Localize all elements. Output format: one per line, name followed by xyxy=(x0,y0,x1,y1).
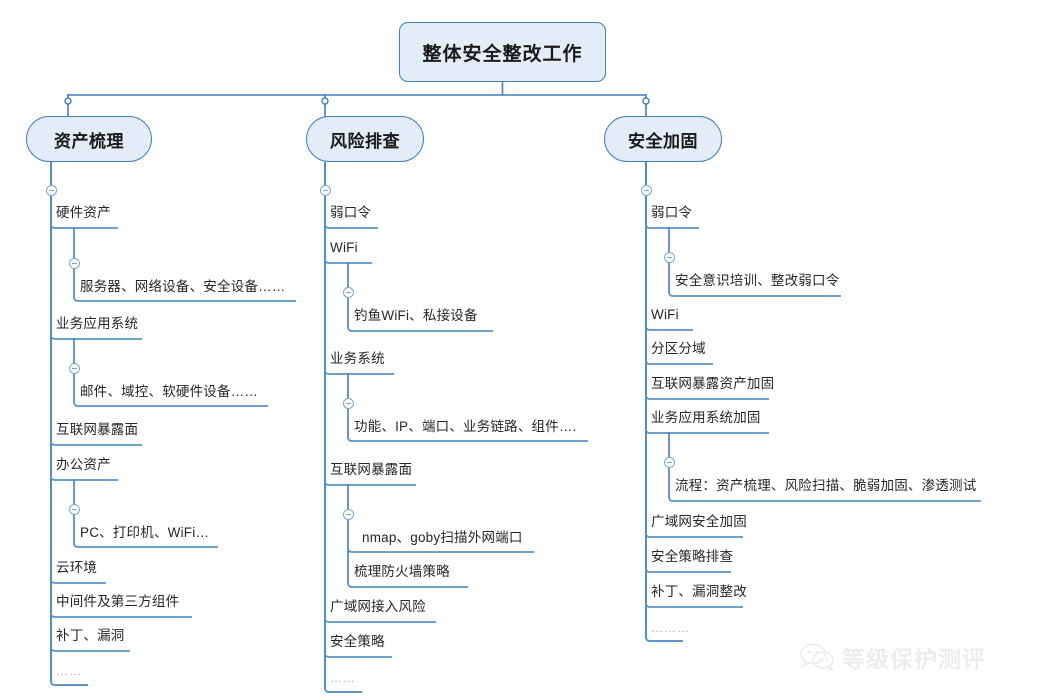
node-label-1-2-1[interactable]: 邮件、域控、软硬件设备…… xyxy=(80,384,259,399)
collapse-toggle-branch-3[interactable] xyxy=(640,184,652,196)
collapse-toggle-branch-1[interactable] xyxy=(45,184,57,196)
node-label-2-2[interactable]: WiFi xyxy=(330,240,358,255)
node-label-1-5[interactable]: 云环境 xyxy=(56,560,98,575)
node-label-2-3-1[interactable]: 功能、IP、端口、业务链路、组件…. xyxy=(354,419,577,434)
node-label-3-7[interactable]: 安全策略排查 xyxy=(651,549,734,564)
node-label-2-2-1[interactable]: 钓鱼WiFi、私接设备 xyxy=(354,308,478,323)
node-label-3-1-1[interactable]: 安全意识培训、整改弱口令 xyxy=(675,273,840,288)
wechat-icon xyxy=(800,643,836,672)
watermark: 等级保护测评 xyxy=(800,640,986,674)
branch-node-1-label: 资产梳理 xyxy=(54,131,124,151)
root-node[interactable]: 整体安全整改工作 xyxy=(399,22,606,82)
watermark-text: 等级保护测评 xyxy=(842,646,986,672)
collapse-toggle-3-1[interactable] xyxy=(663,251,675,263)
node-label-1-1-1[interactable]: 服务器、网络设备、安全设备…… xyxy=(80,279,286,294)
node-label-3-5-1[interactable]: 流程：资产梳理、风险扫描、脆弱加固、渗透测试 xyxy=(675,478,977,493)
branch-node-3[interactable]: 安全加固 xyxy=(604,116,722,162)
node-label-3-6[interactable]: 广域网安全加固 xyxy=(651,514,747,529)
node-label-1-1[interactable]: 硬件资产 xyxy=(56,205,111,220)
node-label-1-4[interactable]: 办公资产 xyxy=(56,457,111,472)
node-label-3-3[interactable]: 分区分域 xyxy=(651,341,706,356)
branch-node-3-label: 安全加固 xyxy=(628,131,698,151)
node-label-2-3[interactable]: 业务系统 xyxy=(330,351,385,366)
branch-node-2-label: 风险排查 xyxy=(330,131,400,151)
root-node-label: 整体安全整改工作 xyxy=(422,43,583,65)
node-label-1-4-1[interactable]: PC、打印机、WiFi… xyxy=(80,525,210,540)
node-label-3-1[interactable]: 弱口令 xyxy=(651,205,693,220)
node-label-3-9[interactable]: ……… xyxy=(651,621,690,635)
node-label-2-7[interactable]: …… xyxy=(330,671,356,685)
collapse-toggle-1-2[interactable] xyxy=(68,362,80,374)
node-label-3-4[interactable]: 互联网暴露资产加固 xyxy=(651,376,775,391)
collapse-toggle-2-3[interactable] xyxy=(342,397,354,409)
node-label-3-5[interactable]: 业务应用系统加固 xyxy=(651,410,761,425)
node-label-2-5[interactable]: 广域网接入风险 xyxy=(330,599,426,614)
node-label-2-4-2[interactable]: 梳理防火墙策略 xyxy=(354,564,450,579)
node-label-2-6[interactable]: 安全策略 xyxy=(330,634,385,649)
node-label-1-6[interactable]: 中间件及第三方组件 xyxy=(56,594,180,609)
collapse-toggle-branch-2[interactable] xyxy=(319,184,331,196)
node-label-3-8[interactable]: 补丁、漏洞整改 xyxy=(651,584,747,599)
collapse-toggle-3-5[interactable] xyxy=(663,456,675,468)
node-label-3-2[interactable]: WiFi xyxy=(651,307,679,322)
node-label-2-4-1[interactable]: nmap、goby扫描外网端口 xyxy=(362,530,523,545)
node-label-1-8[interactable]: …… xyxy=(56,664,82,678)
collapse-toggle-2-2[interactable] xyxy=(342,286,354,298)
node-label-1-3[interactable]: 互联网暴露面 xyxy=(56,422,139,437)
node-label-1-2[interactable]: 业务应用系统 xyxy=(56,316,139,331)
collapse-toggle-1-1[interactable] xyxy=(68,257,80,269)
collapse-toggle-2-4[interactable] xyxy=(342,508,354,520)
collapse-toggle-1-4[interactable] xyxy=(68,503,80,515)
branch-node-2[interactable]: 风险排查 xyxy=(306,116,424,162)
node-label-2-4[interactable]: 互联网暴露面 xyxy=(330,462,413,477)
node-label-2-1[interactable]: 弱口令 xyxy=(330,205,372,220)
branch-node-1[interactable]: 资产梳理 xyxy=(26,116,152,162)
node-label-1-7[interactable]: 补丁、漏洞 xyxy=(56,628,125,643)
